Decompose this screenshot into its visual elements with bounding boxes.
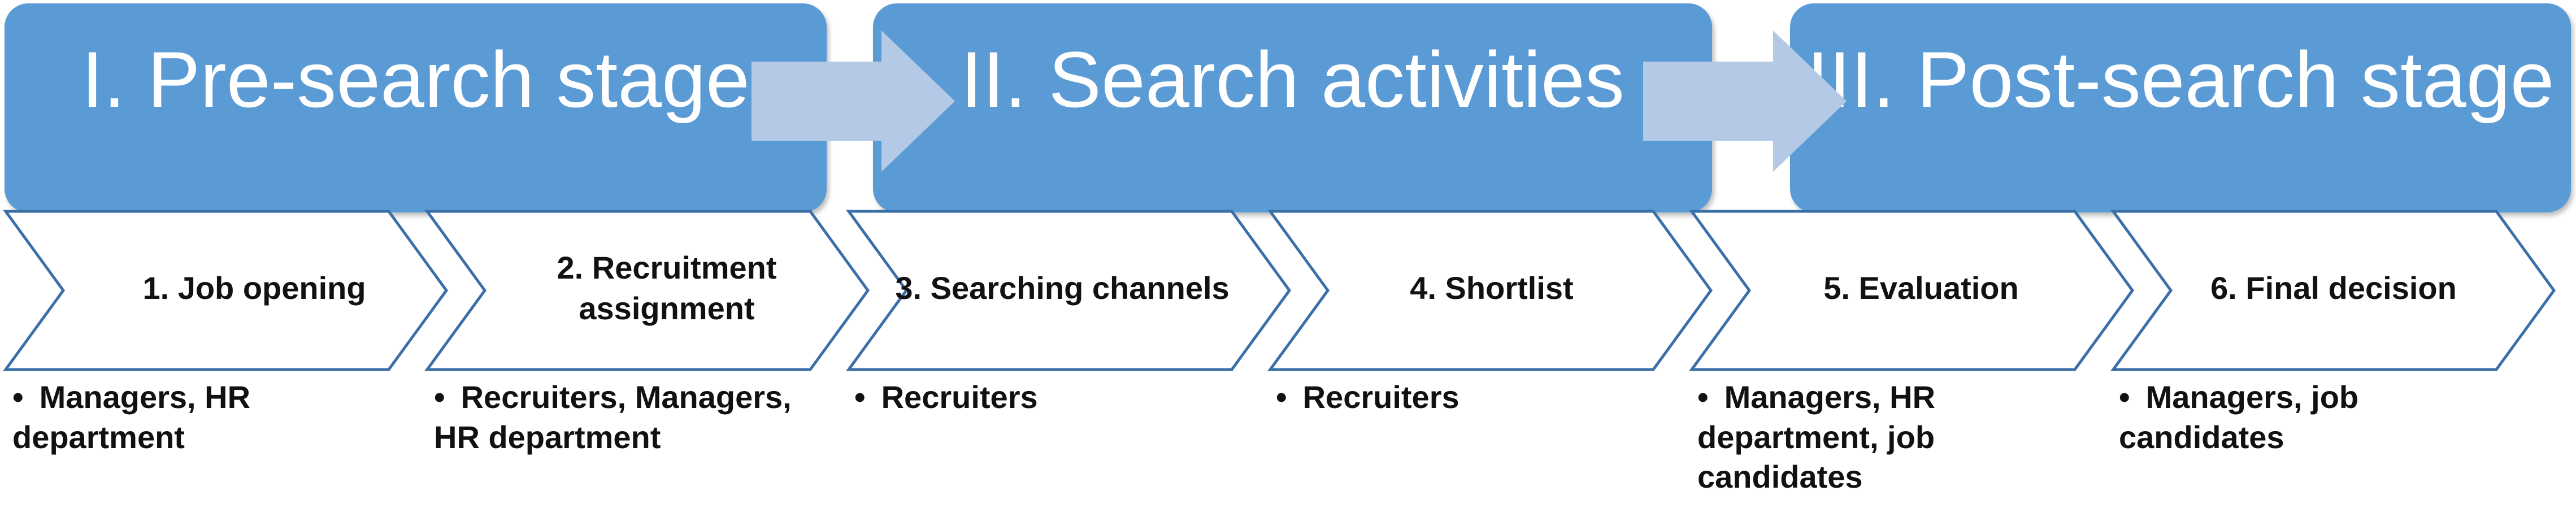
step-label-final-decision: 6. Final decision <box>2210 270 2457 306</box>
bullet-icon: • <box>1276 379 1287 415</box>
step-label-job-opening: 1. Job opening <box>142 270 366 306</box>
bullet-icon: • <box>1697 379 1709 415</box>
stage-box-pre-search: I. Pre-search stage <box>5 3 827 212</box>
step-label-shortlist: 4. Shortlist <box>1410 270 1574 306</box>
stage-transition-arrow <box>1643 31 1847 172</box>
bullet-icon: • <box>2119 379 2130 415</box>
stage-box-post-search: III. Post-search stage <box>1790 3 2571 212</box>
step-label-evaluation: 5. Evaluation <box>1823 270 2019 306</box>
process-chevrons <box>3 210 2556 371</box>
role-text: Recruiters, Managers, HR department <box>434 379 792 455</box>
chevron-step-5 <box>1689 210 2135 371</box>
bullet-icon: • <box>12 379 24 415</box>
role-text: Recruiters <box>881 379 1038 415</box>
transition-arrow-shape <box>1643 31 1847 172</box>
role-text: Managers, job candidates <box>2119 379 2359 455</box>
stage-label: II. Search activities <box>961 35 1624 124</box>
step-label-searching-channels: 3. Searching channels <box>895 270 1230 306</box>
stage-transition-arrow <box>751 31 955 172</box>
role-list-final-decision: •Managers, job candidates <box>2119 377 2481 457</box>
step-label-recruitment-assignment: 2. Recruitment assignment <box>557 250 777 326</box>
chevron-step-6 <box>2110 210 2556 371</box>
role-list-job-opening: •Managers, HR department <box>12 377 374 457</box>
role-list-searching-channels: • Recruiters <box>854 377 1216 418</box>
chevron-step-4 <box>1267 210 1713 371</box>
bullet-icon: • <box>854 379 866 415</box>
chevron-step-3 <box>846 210 1292 371</box>
role-text: Managers, HR department, job candidates <box>1697 379 1936 495</box>
transition-arrow-shape <box>751 31 955 172</box>
role-list-evaluation: •Managers, HR department, job candidates <box>1697 377 2059 497</box>
role-text: Recruiters <box>1302 379 1459 415</box>
chevron-step-2 <box>424 210 870 371</box>
stage-label: I. Pre-search stage <box>81 35 750 124</box>
role-list-recruitment-assignment: •Recruiters, Managers, HR department <box>434 377 796 457</box>
stage-box-search-activities: II. Search activities <box>873 3 1712 212</box>
chevron-step-1 <box>3 210 449 371</box>
role-text: Managers, HR department <box>12 379 251 455</box>
bullet-icon: • <box>434 379 445 415</box>
stage-label: III. Post-search stage <box>1806 35 2555 124</box>
role-list-shortlist: • Recruiters <box>1276 377 1637 418</box>
